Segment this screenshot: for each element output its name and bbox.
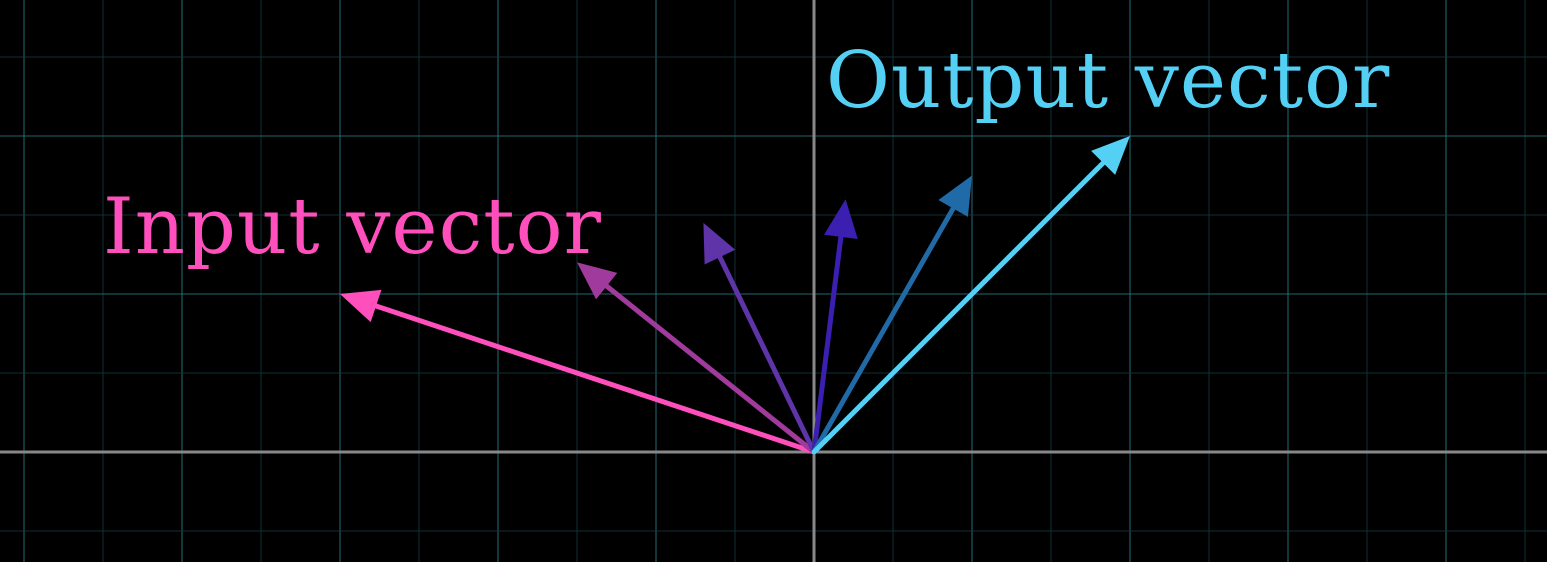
intermediate-vector-1 [577,262,817,455]
intermediate-vector-2-shaft [716,252,817,455]
output-vector [811,136,1130,455]
input-vector-label: Input vector [103,182,602,272]
input-vector-tip [340,289,382,323]
intermediate-vector-3 [811,199,858,455]
intermediate-vector-1-shaft [602,282,817,455]
intermediate-vector-4-shaft [811,204,957,455]
intermediate-vector-2 [703,222,817,455]
intermediate-vector-3-tip [824,199,858,240]
output-vector-label: Output vector [826,36,1391,126]
output-vector-tip [1091,136,1130,175]
output-vector-shaft [811,158,1108,455]
intermediate-vector-1-tip [577,262,618,300]
intermediate-vector-3-shaft [811,232,844,455]
vector-fan [340,136,1130,455]
input-vector-shaft [371,302,817,455]
intermediate-vector-2-tip [703,222,736,265]
intermediate-vector-4 [811,175,972,455]
input-vector [340,289,817,455]
intermediate-vector-4-tip [938,175,972,217]
